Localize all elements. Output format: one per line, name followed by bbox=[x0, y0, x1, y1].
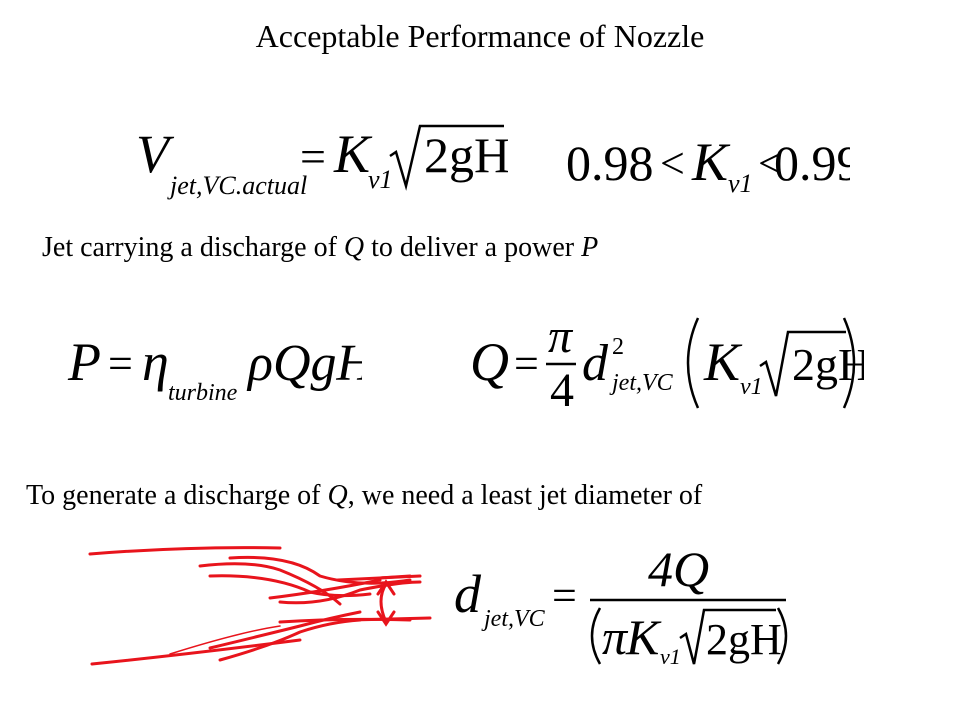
range-high: 0.99 bbox=[774, 135, 850, 191]
equals-sign: = bbox=[514, 339, 539, 388]
k-symbol: K bbox=[703, 332, 743, 392]
diameter-arrow-head-top bbox=[376, 579, 396, 596]
k-subscript: v1 bbox=[728, 169, 753, 198]
d-symbol: d bbox=[582, 335, 609, 392]
k-symbol: K bbox=[691, 132, 731, 192]
eta-symbol: η bbox=[142, 332, 169, 392]
k-symbol: K bbox=[625, 609, 662, 665]
sqrt-sign bbox=[389, 124, 504, 191]
power-equation: P = η turbine ρQgH bbox=[62, 328, 377, 408]
line1-var-p: P bbox=[581, 232, 599, 263]
nozzle-sketch bbox=[88, 546, 432, 666]
velocity-equation-svg: V jet,VC.actual = K v1 2gH bbox=[136, 124, 510, 200]
k-symbol: K bbox=[333, 124, 373, 184]
k-subscript: v1 bbox=[660, 644, 681, 669]
jet-top-line-2 bbox=[268, 578, 382, 600]
sqrt-sign bbox=[679, 608, 776, 665]
numerator-4q: 4Q bbox=[648, 541, 709, 597]
radicand: 2gH bbox=[706, 615, 782, 664]
jet-top-line bbox=[278, 580, 422, 605]
line2-var-q: Q bbox=[327, 480, 348, 511]
equals-sign: = bbox=[552, 571, 577, 620]
line1-var-q: Q bbox=[343, 232, 365, 263]
left-paren bbox=[590, 607, 602, 665]
line1-middle: to deliver a power bbox=[364, 232, 582, 263]
k-subscript: v1 bbox=[740, 374, 763, 400]
discharge-equation-svg: Q = π 4 d 2 jet,VC K v1 2gH bbox=[470, 310, 871, 417]
jet-bottom-line-thin bbox=[169, 625, 281, 655]
diameter-equation: d jet,VC = 4Q π K v1 2gH bbox=[448, 540, 808, 670]
slide-title: Acceptable Performance of Nozzle bbox=[255, 18, 705, 54]
nozzle-bottom-curve-2 bbox=[218, 618, 362, 662]
less-than-1: < bbox=[660, 139, 685, 188]
pi-symbol: π bbox=[602, 609, 629, 665]
text-line-1: Jet carrying a discharge of Q to deliver… bbox=[42, 232, 598, 264]
diameter-arrow-head-bottom bbox=[376, 610, 396, 627]
less-than-2: < bbox=[758, 139, 783, 188]
radicand: 2gH bbox=[424, 127, 508, 183]
nozzle-top-curve bbox=[198, 562, 342, 606]
jet-top-extension bbox=[378, 574, 412, 580]
range-low: 0.98 bbox=[566, 135, 654, 191]
left-paren bbox=[686, 317, 700, 409]
discharge-equation: Q = π 4 d 2 jet,VC K v1 2gH bbox=[464, 308, 871, 417]
line2-prefix: To generate a discharge of bbox=[26, 480, 328, 511]
text-line-2: To generate a discharge of Q, we need a … bbox=[26, 480, 702, 512]
velocity-symbol: V bbox=[136, 124, 175, 184]
power-symbol: P bbox=[67, 332, 101, 392]
discharge-symbol: Q bbox=[470, 332, 509, 392]
equals-sign: = bbox=[300, 131, 326, 182]
power-rest: ρQgH bbox=[246, 335, 362, 392]
k-subscript: v1 bbox=[368, 165, 393, 194]
d-symbol: d bbox=[454, 564, 482, 624]
velocity-equation: V jet,VC.actual = K v1 2gH bbox=[128, 120, 510, 200]
d-subscript: jet,VC bbox=[609, 370, 674, 396]
line1-prefix: Jet carrying a discharge of bbox=[42, 232, 344, 263]
sqrt-sign bbox=[759, 330, 846, 397]
equals-sign: = bbox=[108, 339, 133, 388]
nozzle-top-curve-3 bbox=[228, 555, 412, 585]
power-equation-svg: P = η turbine ρQgH bbox=[67, 332, 377, 406]
radicand: 2gH bbox=[792, 339, 864, 390]
coefficient-range: 0.98 < K v1 < 0.99 bbox=[560, 130, 862, 200]
d-superscript: 2 bbox=[612, 334, 624, 360]
nozzle-bottom-curve bbox=[208, 610, 362, 650]
velocity-subscript: jet,VC.actual bbox=[167, 171, 307, 200]
pi-numerator: π bbox=[548, 310, 574, 363]
right-paren bbox=[776, 607, 788, 665]
pipe-top-wall bbox=[88, 546, 282, 556]
coefficient-range-svg: 0.98 < K v1 < 0.99 bbox=[566, 132, 862, 198]
line2-suffix: , we need a least jet diameter of bbox=[347, 480, 703, 511]
eta-subscript: turbine bbox=[168, 380, 238, 406]
diameter-equation-svg: d jet,VC = 4Q π K v1 2gH bbox=[454, 541, 788, 669]
nozzle-sketch-strokes bbox=[88, 546, 432, 666]
d-subscript: jet,VC bbox=[481, 606, 546, 632]
four-denominator: 4 bbox=[550, 364, 574, 412]
right-paren bbox=[842, 317, 856, 409]
